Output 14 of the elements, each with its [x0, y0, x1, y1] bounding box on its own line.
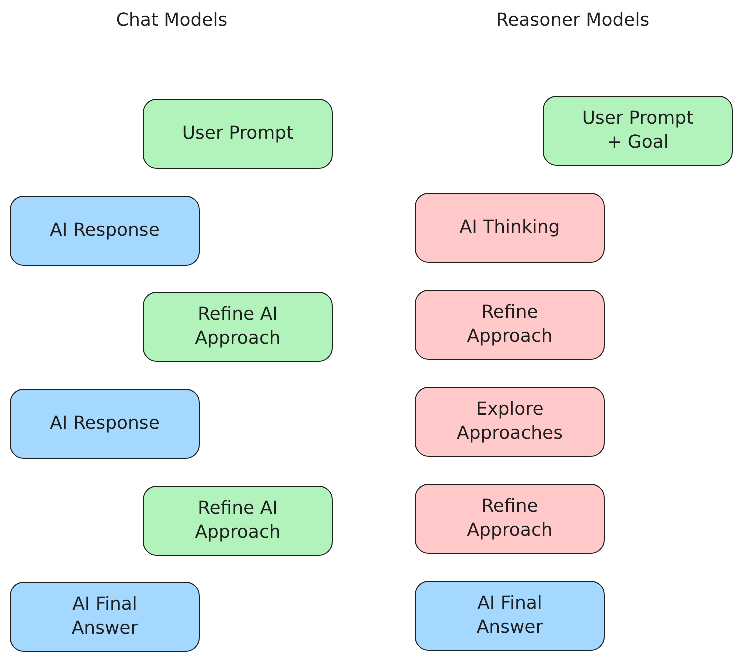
- process-box: AI Response: [10, 389, 200, 459]
- process-box: Explore Approaches: [415, 387, 605, 457]
- process-box: User Prompt: [143, 99, 333, 169]
- column-heading: Reasoner Models: [496, 10, 650, 31]
- process-box: Refine Approach: [415, 484, 605, 554]
- process-box: Refine AI Approach: [143, 486, 333, 556]
- process-box: AI Response: [10, 196, 200, 266]
- process-box: Refine Approach: [415, 290, 605, 360]
- process-box: AI Final Answer: [10, 582, 200, 652]
- process-box: Refine AI Approach: [143, 292, 333, 362]
- column-heading: Chat Models: [116, 10, 228, 31]
- process-box: AI Thinking: [415, 193, 605, 263]
- process-box: User Prompt + Goal: [543, 96, 733, 166]
- process-box: AI Final Answer: [415, 581, 605, 651]
